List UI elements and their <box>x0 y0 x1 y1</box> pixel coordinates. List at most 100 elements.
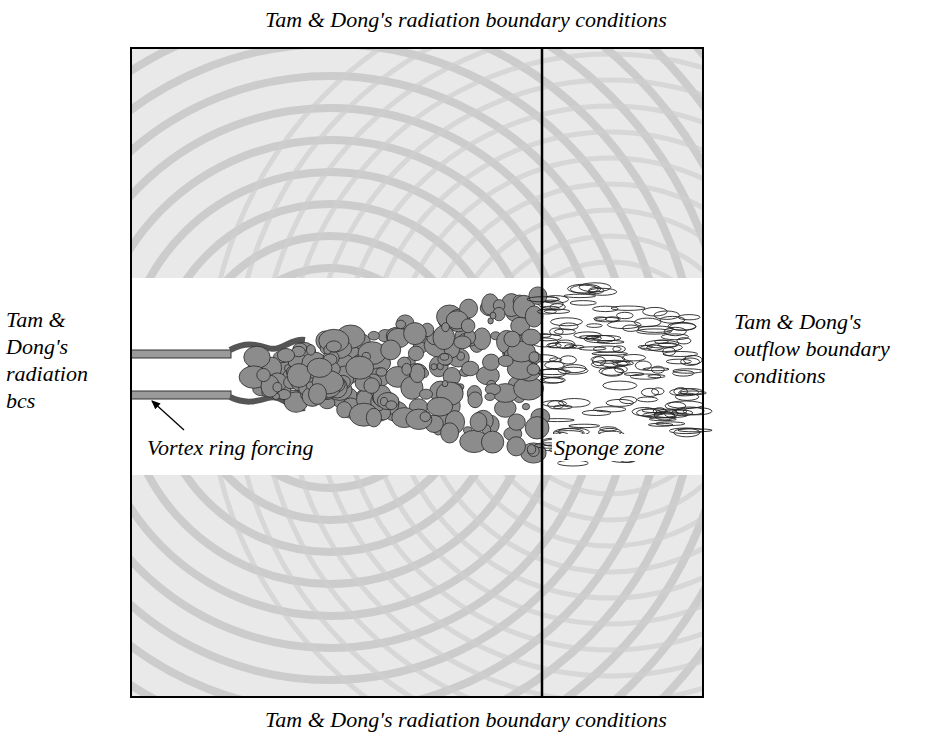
vortex-contour <box>461 319 475 333</box>
wave-front <box>131 475 703 697</box>
acoustic-waves <box>131 48 703 278</box>
vortex-contour <box>381 340 401 360</box>
vortex-contour <box>257 368 270 381</box>
wave-front <box>131 48 703 278</box>
leader-arrow <box>152 401 184 430</box>
boundary-label: Tam & Dong's outflow boundary conditions <box>734 308 906 389</box>
vortex-contour <box>273 382 282 392</box>
vortex-contour <box>307 358 332 377</box>
vortex-contour <box>665 410 679 417</box>
vortex-contour <box>442 381 448 387</box>
vortex-contour <box>522 329 541 345</box>
vortex-contour <box>613 346 626 352</box>
vortex-contour <box>525 306 543 327</box>
boundary-label: Tam & Dong's radiation boundary conditio… <box>0 6 932 33</box>
vortex-contour <box>386 401 397 410</box>
region-label: Sponge zone <box>552 434 667 461</box>
wave-front <box>131 48 703 278</box>
jet-band <box>131 278 703 475</box>
vortex-contour <box>438 353 453 365</box>
domain-border <box>131 48 703 697</box>
vortex-contour <box>420 412 430 422</box>
wave-front <box>468 236 703 278</box>
vortex-contour <box>665 402 686 410</box>
wave-front <box>131 48 703 278</box>
turbulent-jet <box>131 283 712 466</box>
wave-front <box>234 48 703 278</box>
wave-front <box>468 475 703 520</box>
vortex-contour <box>638 345 653 348</box>
wave-front <box>131 475 703 697</box>
vortex-contour <box>559 323 578 330</box>
vortex-contour <box>615 366 628 373</box>
wave-front <box>208 475 703 697</box>
vortex-contour <box>420 389 433 399</box>
vortex-contour <box>544 377 566 383</box>
vortex-contour <box>673 371 694 377</box>
vortex-contour <box>442 323 450 332</box>
wave-front <box>390 158 703 278</box>
vortex-contour <box>683 408 712 415</box>
vortex-contour <box>368 331 379 340</box>
vortex-contour <box>454 336 471 349</box>
vortex-contour <box>441 423 459 443</box>
boundary-label: Tam & Dong's radiation boundary conditio… <box>0 706 932 733</box>
vortex-contour <box>366 408 381 427</box>
callout-label: Vortex ring forcing <box>145 434 316 461</box>
vortex-contour <box>603 381 637 390</box>
vortex-contour <box>277 349 294 363</box>
vortex-contour <box>630 374 661 379</box>
vortex-contour <box>669 428 703 434</box>
wave-front <box>234 475 703 697</box>
wave-front <box>131 475 703 697</box>
vortex-contour <box>527 364 540 376</box>
vortex-contour <box>570 301 596 306</box>
vortex-contour <box>617 312 634 318</box>
vortex-contour <box>440 354 449 361</box>
vortex-contour <box>605 317 619 321</box>
wave-front <box>260 48 703 278</box>
vortex-contour <box>408 346 423 361</box>
vortex-contour <box>593 407 626 412</box>
vortex-contour <box>674 388 688 396</box>
vortex-contour <box>560 356 576 364</box>
wave-front <box>286 54 703 278</box>
vortex-contour <box>402 363 412 375</box>
vortex-contour <box>404 323 427 345</box>
wave-front <box>442 475 703 546</box>
wave-front <box>312 80 703 278</box>
vortex-contour <box>377 393 399 410</box>
vortex-contour <box>244 346 270 368</box>
wave-front <box>131 475 703 697</box>
vortex-contour <box>661 334 688 340</box>
vortex-contour <box>570 345 585 348</box>
vortex-contour <box>309 384 327 405</box>
vortex-contour <box>677 338 691 344</box>
vortex-contour <box>462 361 479 376</box>
wave-front <box>131 475 703 697</box>
vortex-contour <box>622 355 646 361</box>
vortex-contour <box>584 335 615 342</box>
vortex-contour <box>504 331 520 347</box>
vortex-contour <box>666 359 691 364</box>
vortex-contour <box>652 366 665 373</box>
wave-front <box>338 475 703 650</box>
vortex-contour <box>579 283 611 292</box>
wave-front <box>131 140 568 278</box>
vortex-contour <box>594 317 607 320</box>
vortex-contour <box>508 414 525 430</box>
wave-front <box>312 475 703 676</box>
wave-front <box>131 48 703 278</box>
vortex-contour <box>674 428 700 436</box>
vortex-contour <box>527 297 560 302</box>
vortex-contour <box>579 347 607 350</box>
vortex-contour <box>647 343 683 351</box>
sponge-boundary <box>541 48 544 697</box>
vortex-contour <box>535 369 571 374</box>
vortex-contour <box>396 320 406 328</box>
vortex-contour <box>468 392 482 408</box>
vortex-contour <box>431 364 437 370</box>
vortex-contour <box>563 365 587 373</box>
vortex-contour <box>346 356 374 379</box>
vortex-contour <box>612 361 630 365</box>
